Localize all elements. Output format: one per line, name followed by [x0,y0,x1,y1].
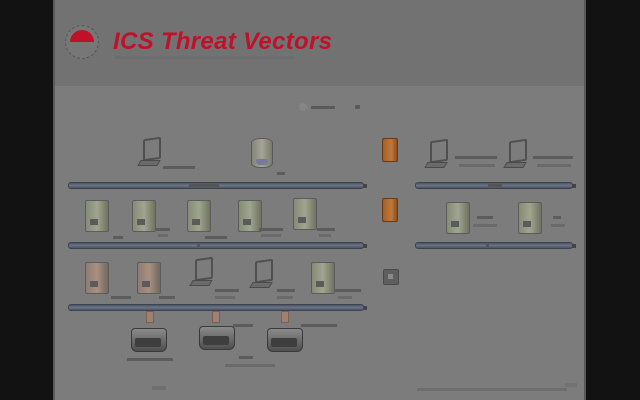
server-icon [518,202,542,234]
legend-dot-icon [299,103,307,111]
label-smudge [233,324,253,327]
server-icon [238,200,262,232]
firewall-icon [382,198,398,222]
label-smudge [259,228,283,231]
firewall-icon [382,138,398,162]
connection-line [146,311,154,323]
presentation-slide: ICS Threat Vectors [53,0,586,400]
network-bus-remote [415,242,576,249]
label-smudge [158,234,168,237]
label-smudge [159,296,175,299]
label-smudge [319,234,331,237]
label-smudge [473,224,497,227]
label-smudge [553,216,561,219]
connection-line [212,311,220,323]
network-diagram [55,86,584,400]
label-smudge [111,296,131,299]
label-smudge [301,324,337,327]
server-icon [132,200,156,232]
label-smudge [239,356,253,359]
server-icon [187,200,211,232]
label-smudge [551,224,565,227]
company-logo-icon [65,25,99,59]
workstation-icon [189,256,215,288]
network-bus-dmz [415,182,576,189]
legend-line [311,106,335,109]
legend [299,102,369,112]
label-smudge [127,358,173,361]
server-icon [85,262,109,294]
label-smudge [215,289,239,292]
subtitle-smudge [115,56,295,59]
label-smudge [455,156,497,159]
slide-header: ICS Threat Vectors [55,0,584,86]
label-smudge [317,228,335,231]
label-smudge [205,236,227,239]
server-icon [137,262,161,294]
label-smudge [277,296,293,299]
plc-icon [267,328,303,352]
label-smudge [338,296,352,299]
page-number-smudge [565,383,577,387]
label-smudge [335,289,361,292]
label-smudge [215,296,235,299]
footer-smudge [417,388,567,391]
legend-square-icon [355,105,360,109]
label-smudge [113,236,123,239]
workstation-icon [503,138,529,170]
network-bus-control-center [68,242,367,249]
label-smudge [156,228,170,231]
server-icon [293,198,317,230]
network-bus-enterprise [68,182,367,189]
plc-icon [131,328,167,352]
label-smudge [533,156,573,159]
plc-icon [199,326,235,350]
label-smudge [477,216,493,219]
label-smudge [459,164,495,167]
label-smudge [537,164,571,167]
server-icon [85,200,109,232]
workstation-icon [137,136,163,168]
database-server-icon [251,138,273,168]
server-icon [446,202,470,234]
slide-title: ICS Threat Vectors [113,28,333,55]
label-smudge [277,172,285,175]
label-smudge [225,364,275,367]
connection-line [281,311,289,323]
workstation-icon [424,138,450,170]
footer-smudge [152,386,166,390]
label-smudge [277,289,295,292]
network-bus-control [68,304,367,311]
label-smudge [163,166,195,169]
label-smudge [261,234,281,237]
server-icon [311,262,335,294]
workstation-icon [249,258,275,290]
router-icon [383,269,399,285]
